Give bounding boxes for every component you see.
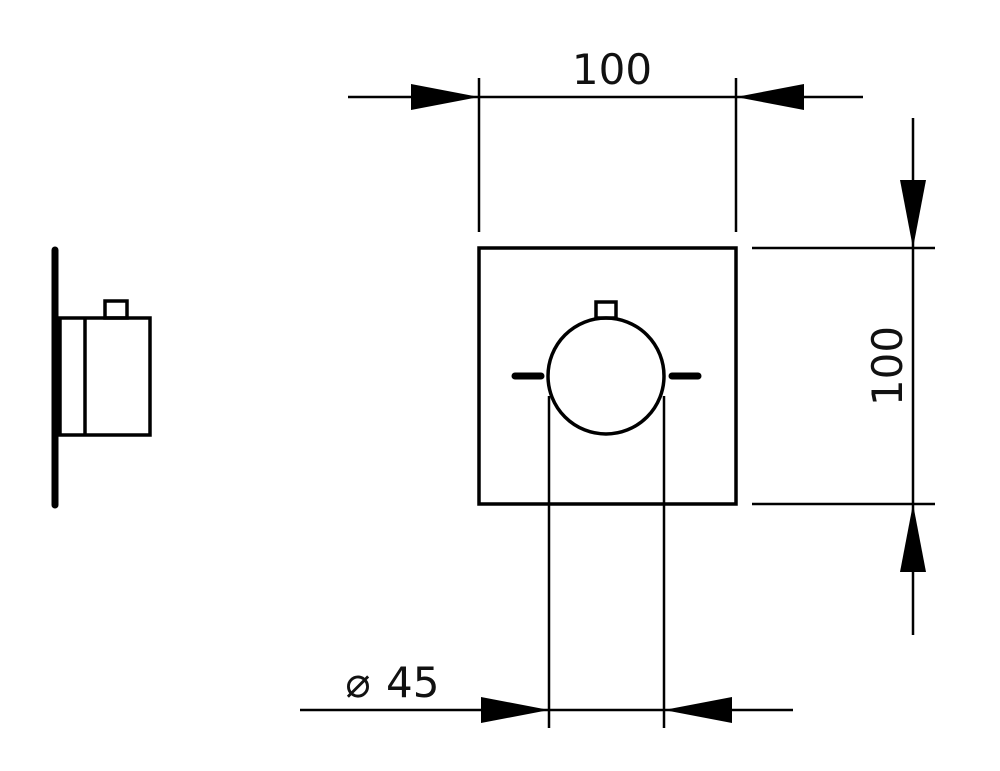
width-arrowhead-left xyxy=(411,84,479,110)
diameter-dimension-label: 45 xyxy=(386,658,439,707)
diameter-symbol: ⌀ xyxy=(345,658,370,707)
side-view xyxy=(51,246,152,509)
width-arrowhead-right xyxy=(736,84,804,110)
diameter-arrowhead-left xyxy=(481,697,549,723)
diameter-arrowhead-right xyxy=(664,697,732,723)
width-dimension: 100 xyxy=(348,45,863,232)
height-arrowhead-bottom xyxy=(900,504,926,572)
height-dimension: 100 xyxy=(752,118,935,635)
front-view xyxy=(477,246,738,506)
width-dimension-label: 100 xyxy=(572,45,652,94)
side-view-indicator xyxy=(103,299,129,320)
front-view-square-plate xyxy=(477,246,738,506)
height-dimension-label: 100 xyxy=(863,326,912,406)
diameter-dimension: ⌀ 45 xyxy=(300,396,793,728)
side-view-body xyxy=(58,316,152,437)
front-view-knob-indicator xyxy=(594,300,618,320)
front-view-knob xyxy=(546,316,666,436)
height-arrowhead-top xyxy=(900,180,926,248)
